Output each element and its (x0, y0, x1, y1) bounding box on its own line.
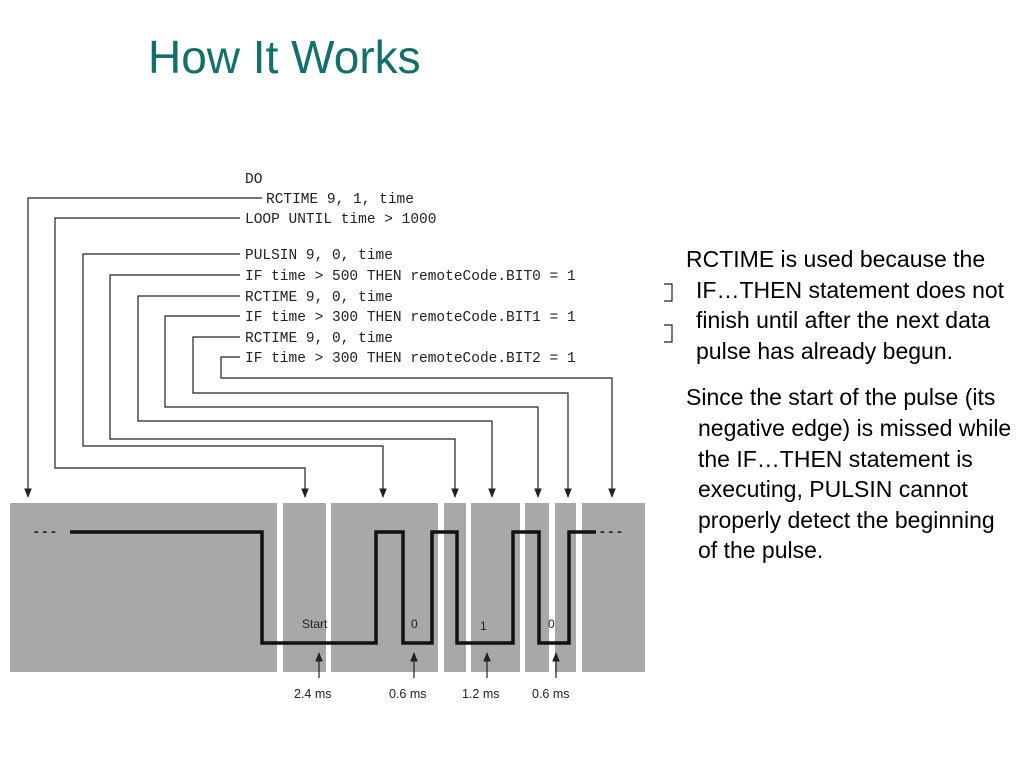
connector-arrows (24, 197, 673, 498)
code-line-loop-until: LOOP UNTIL time > 1000 (245, 212, 436, 228)
explanation-text: RCTIME is used because the IF…THEN state… (686, 244, 1016, 566)
waveform-dashes-left: - - - (34, 523, 56, 539)
time-label-bit2: 0.6 ms (532, 687, 570, 701)
timing-band (10, 503, 645, 672)
code-line-if-bit2: IF time > 300 THEN remoteCode.BIT2 = 1 (245, 351, 576, 367)
time-label-bit1: 1.2 ms (462, 687, 500, 701)
pulse-waveform (70, 530, 596, 645)
code-line-rctime-1: RCTIME 9, 1, time (266, 192, 414, 208)
code-line-if-bit0: IF time > 500 THEN remoteCode.BIT0 = 1 (245, 269, 576, 285)
timing-diagram: - - - - - - Start 0 1 0 DO RCTIME 9, 1, … (10, 172, 673, 701)
pulse-label-bit1: 1 (480, 619, 487, 633)
pulse-label-start: Start (302, 617, 328, 631)
code-line-pulsin: PULSIN 9, 0, time (245, 248, 393, 264)
code-listing: DO RCTIME 9, 1, time LOOP UNTIL time > 1… (245, 172, 576, 367)
pulse-label-bit0: 0 (411, 617, 418, 631)
time-label-start: 2.4 ms (294, 687, 332, 701)
explanation-paragraph-1: RCTIME is used because the IF…THEN state… (686, 246, 1005, 364)
code-line-rctime-2: RCTIME 9, 0, time (245, 290, 393, 306)
code-line-rctime-3: RCTIME 9, 0, time (245, 331, 393, 347)
pulse-label-bit2: 0 (548, 617, 555, 631)
waveform-dashes-right: - - - (600, 523, 622, 539)
time-arrows (315, 652, 560, 678)
slide-title: How It Works (148, 31, 421, 83)
code-line-if-bit1: IF time > 300 THEN remoteCode.BIT1 = 1 (245, 310, 576, 326)
explanation-paragraph-2: Since the start of the pulse (its negati… (686, 384, 1012, 564)
code-line-do: DO (245, 172, 262, 188)
time-label-bit0: 0.6 ms (389, 687, 427, 701)
